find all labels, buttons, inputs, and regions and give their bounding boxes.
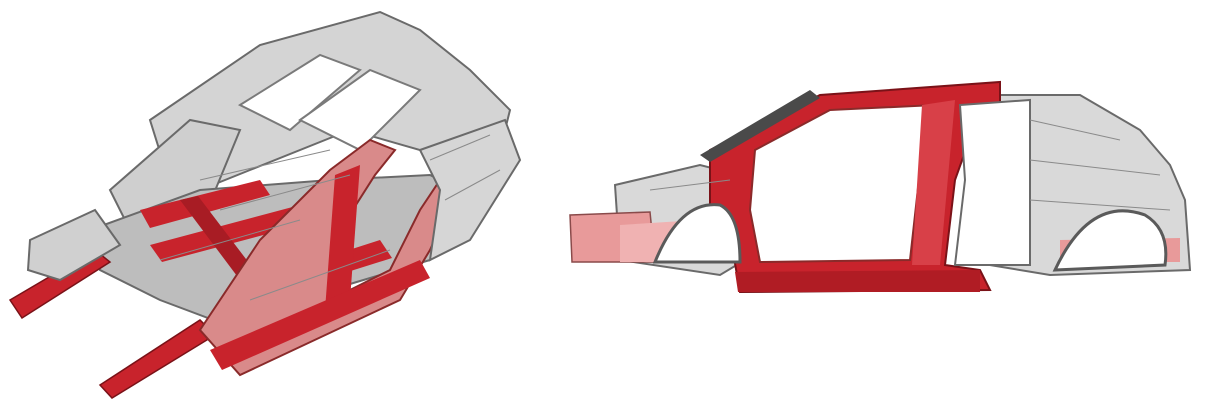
side-sill-red [735, 270, 980, 292]
rear-door-opening [953, 98, 1031, 266]
rear-wheel-arch [1052, 209, 1168, 272]
side-body-view [560, 0, 1208, 403]
roof-rail-dark [700, 90, 820, 162]
front-rail-right [98, 319, 217, 399]
b-pillar-side [912, 100, 955, 265]
isometric-body-illustration [8, 10, 522, 399]
panel-detail-lines [159, 134, 501, 301]
rear-quarter [418, 118, 522, 262]
isometric-body-view [0, 0, 540, 403]
side-body-illustration [569, 80, 1192, 294]
b-pillar [325, 165, 360, 310]
roof-opening [237, 53, 362, 132]
front-end-structure [26, 208, 122, 282]
front-wheel-arch [652, 203, 742, 264]
side-sill [210, 260, 430, 370]
front-door-opening [748, 103, 937, 264]
floor-crossmember-front [140, 180, 270, 228]
rear-opening [298, 68, 422, 152]
side-detail-lines [649, 119, 1171, 211]
floor-crossmember-mid [150, 205, 312, 262]
